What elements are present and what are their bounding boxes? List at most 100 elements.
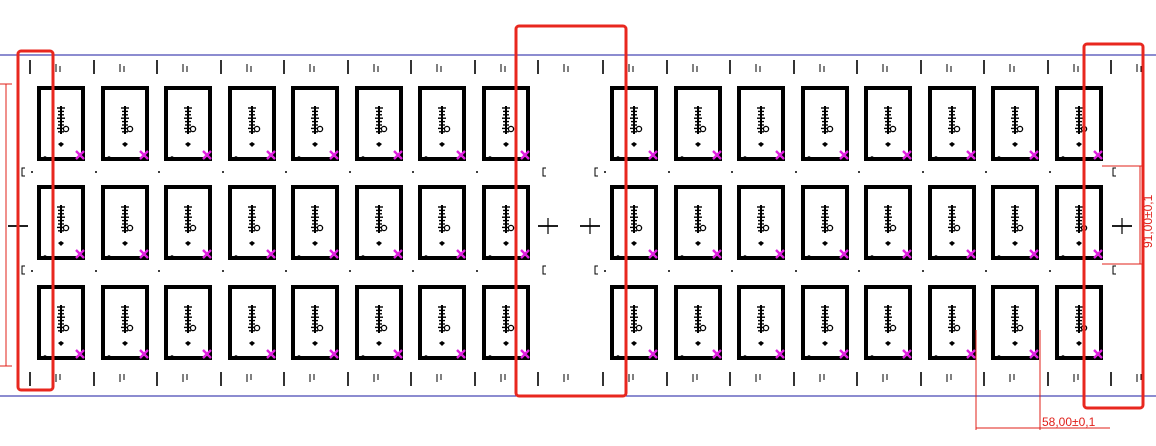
card-corner-dot xyxy=(680,255,684,259)
card xyxy=(991,285,1039,360)
card-graphic xyxy=(311,205,324,246)
card-corner-dot xyxy=(297,255,301,259)
card-small-mark xyxy=(949,341,955,346)
card-graphic xyxy=(121,205,134,246)
card-corner-marker xyxy=(839,349,849,359)
inter-card-dot xyxy=(795,270,797,272)
card-small-mark xyxy=(695,341,701,346)
card-small-mark xyxy=(631,241,637,246)
inter-card-dot xyxy=(158,171,160,173)
card-corner-marker xyxy=(775,249,785,259)
card-small-mark xyxy=(631,142,637,147)
card-outline xyxy=(418,285,466,360)
horizontal-dimension-label: 58,00±0,1 xyxy=(1042,415,1096,429)
card-graphic xyxy=(630,106,643,147)
card-outline xyxy=(164,86,212,161)
card-small-mark xyxy=(312,341,318,346)
card-small-mark xyxy=(249,341,255,346)
card xyxy=(355,86,403,161)
card-corner-marker xyxy=(902,249,912,259)
card-corner-dot xyxy=(424,255,428,259)
card-corner-marker xyxy=(966,150,976,160)
card-corner-dot xyxy=(1061,156,1065,160)
card-corner-marker xyxy=(648,349,658,359)
card xyxy=(610,86,658,161)
card-graphic xyxy=(1011,205,1024,246)
card-small-mark xyxy=(885,142,891,147)
card-corner-dot xyxy=(361,156,365,160)
card-corner-dot xyxy=(870,255,874,259)
card-corner-dot xyxy=(743,156,747,160)
card xyxy=(674,285,722,360)
card-small-mark xyxy=(58,341,64,346)
card-corner-marker xyxy=(393,150,403,160)
card xyxy=(674,185,722,260)
card-outline xyxy=(1055,285,1103,360)
card-corner-marker xyxy=(329,249,339,259)
card-corner-marker xyxy=(966,249,976,259)
card-graphic-circle xyxy=(380,224,388,232)
inter-card-dot xyxy=(285,171,287,173)
card-graphic xyxy=(694,305,707,346)
card-graphic-circle xyxy=(189,324,197,332)
card-small-mark xyxy=(822,142,828,147)
card xyxy=(610,285,658,360)
card-small-mark xyxy=(1076,142,1082,147)
card-corner-marker xyxy=(266,249,276,259)
card-outline xyxy=(228,86,276,161)
highlight-left-edge xyxy=(16,49,55,392)
card-corner-marker xyxy=(456,150,466,160)
card-corner-marker xyxy=(1029,249,1039,259)
card xyxy=(164,86,212,161)
card xyxy=(737,285,785,360)
card-graphic xyxy=(757,205,770,246)
card-graphic xyxy=(948,106,961,147)
highlight-regions xyxy=(16,24,1145,410)
card xyxy=(801,185,849,260)
card-small-mark xyxy=(439,142,445,147)
card-corner-dot xyxy=(1061,355,1065,359)
card xyxy=(991,86,1039,161)
card-graphic-circle xyxy=(1016,224,1024,232)
card-small-mark xyxy=(885,341,891,346)
card-small-mark xyxy=(949,241,955,246)
inter-card-dot xyxy=(31,270,33,272)
card xyxy=(864,285,912,360)
card-outline xyxy=(801,86,849,161)
card-graphic xyxy=(311,106,324,147)
card-corner-marker xyxy=(75,249,85,259)
card-outline xyxy=(737,285,785,360)
card xyxy=(864,185,912,260)
card-outline xyxy=(101,185,149,260)
card-corner-marker xyxy=(75,349,85,359)
card xyxy=(164,285,212,360)
card-corner-marker xyxy=(902,349,912,359)
card-graphic xyxy=(502,305,515,346)
card-corner-dot xyxy=(43,156,47,160)
inter-card-dot xyxy=(731,270,733,272)
inter-card-dot xyxy=(795,171,797,173)
inter-card-dot xyxy=(922,171,924,173)
card-graphic xyxy=(248,205,261,246)
card-graphic-circle xyxy=(635,324,643,332)
card xyxy=(674,86,722,161)
card-graphic xyxy=(438,205,451,246)
card-corner-marker xyxy=(520,249,530,259)
card-corner-dot xyxy=(997,255,1001,259)
card-corner-dot xyxy=(43,255,47,259)
card-outline xyxy=(1055,185,1103,260)
card-corner-dot xyxy=(170,156,174,160)
card-outline xyxy=(291,86,339,161)
card-corner-marker xyxy=(456,249,466,259)
card xyxy=(355,185,403,260)
card-corner-marker xyxy=(648,249,658,259)
card-outline xyxy=(355,86,403,161)
card-corner-marker xyxy=(266,349,276,359)
card-corner-dot xyxy=(107,156,111,160)
registration-ticks xyxy=(8,60,1142,386)
card-outline xyxy=(37,86,85,161)
card xyxy=(801,86,849,161)
card-outline xyxy=(1055,86,1103,161)
card-corner-marker xyxy=(329,349,339,359)
card-small-mark xyxy=(949,142,955,147)
